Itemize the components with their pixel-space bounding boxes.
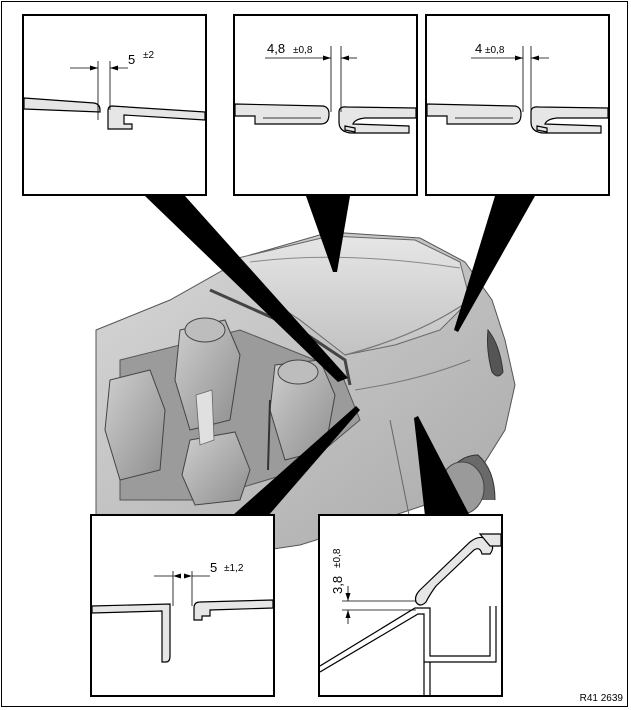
pointer-top-right xyxy=(454,196,535,332)
dimension-tolerance: ±0,8 xyxy=(332,548,343,568)
dimension-value: 5 xyxy=(128,52,135,67)
detail-bottom-right: 3,8 ±0,8 xyxy=(318,514,503,697)
windscreen-frame xyxy=(209,288,352,386)
dimension-value: 3,8 xyxy=(330,576,345,594)
dimension-tolerance: ±0,8 xyxy=(293,45,313,56)
pointer-bottom-right xyxy=(414,416,470,516)
figure-code: R41 2639 xyxy=(579,693,623,704)
front-seat-left xyxy=(104,369,166,481)
dimension-value: 5 xyxy=(210,560,217,575)
dimension-value: 4,8 xyxy=(267,41,285,56)
detail-top-right: 4 ±0,8 xyxy=(425,14,610,196)
detail-top-middle: 4,8 ±0,8 xyxy=(233,14,418,196)
detail-bottom-left: 5 ±1,2 xyxy=(90,514,275,697)
pointer-top-left xyxy=(145,196,348,382)
dimension-tolerance: ±0,8 xyxy=(485,45,505,56)
pointer-top-middle xyxy=(306,196,350,272)
detail-top-left: 5 ±2 xyxy=(22,14,207,196)
rear-seat-left xyxy=(174,319,241,431)
rear-lamp xyxy=(487,328,504,377)
dimension-value: 4 xyxy=(475,41,482,56)
front-seat-right xyxy=(181,431,251,506)
pointer-bottom-left xyxy=(232,406,360,516)
dimension-tolerance: ±2 xyxy=(143,50,154,61)
dimension-tolerance: ±1,2 xyxy=(224,563,244,574)
